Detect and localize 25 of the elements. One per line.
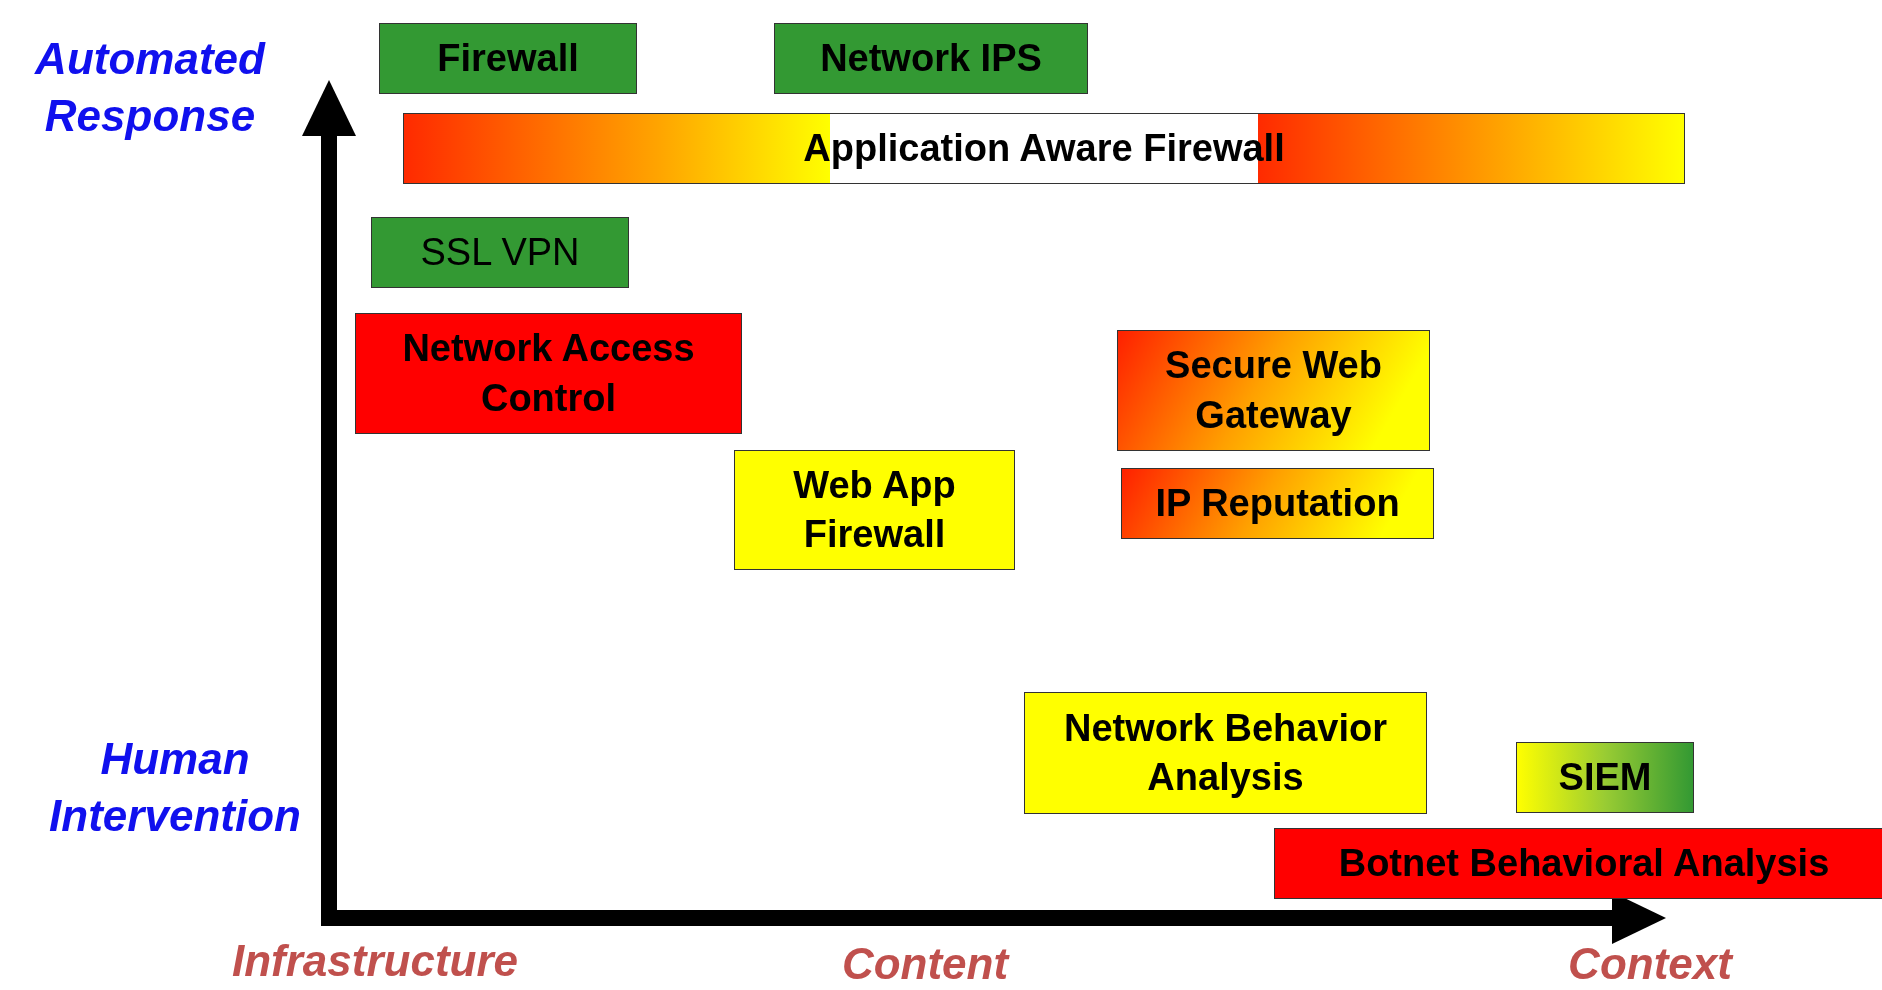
category-box bbox=[774, 23, 1088, 94]
axis-label: Context bbox=[1567, 938, 1735, 990]
box-label: IP Reputation bbox=[1155, 480, 1400, 526]
box-label: Web App Firewall bbox=[792, 462, 957, 557]
box-label: Network Behavior Analysis bbox=[1062, 705, 1389, 800]
box-label: Secure Web Gateway bbox=[1164, 343, 1383, 438]
box-label: SSL VPN bbox=[420, 229, 580, 275]
box-label: Firewall bbox=[437, 35, 579, 81]
category-box bbox=[1516, 742, 1694, 813]
category-box bbox=[371, 217, 629, 288]
category-box bbox=[1117, 330, 1430, 451]
category-box bbox=[1024, 692, 1427, 814]
box-label: Botnet Behavioral Analysis bbox=[1338, 840, 1830, 886]
axis-label: Human Intervention bbox=[48, 733, 302, 843]
category-box bbox=[1274, 828, 1882, 899]
axis-label: Automated Response bbox=[33, 33, 267, 143]
box-label: SIEM bbox=[1558, 754, 1652, 800]
axis-label: Infrastructure bbox=[230, 935, 520, 987]
category-box bbox=[734, 450, 1015, 570]
axis-label: Content bbox=[840, 938, 1011, 990]
category-box bbox=[355, 313, 742, 434]
box-label: Network IPS bbox=[820, 35, 1042, 81]
category-box bbox=[379, 23, 637, 94]
category-box bbox=[1121, 468, 1434, 539]
box-label: Network Access Control bbox=[401, 326, 696, 421]
